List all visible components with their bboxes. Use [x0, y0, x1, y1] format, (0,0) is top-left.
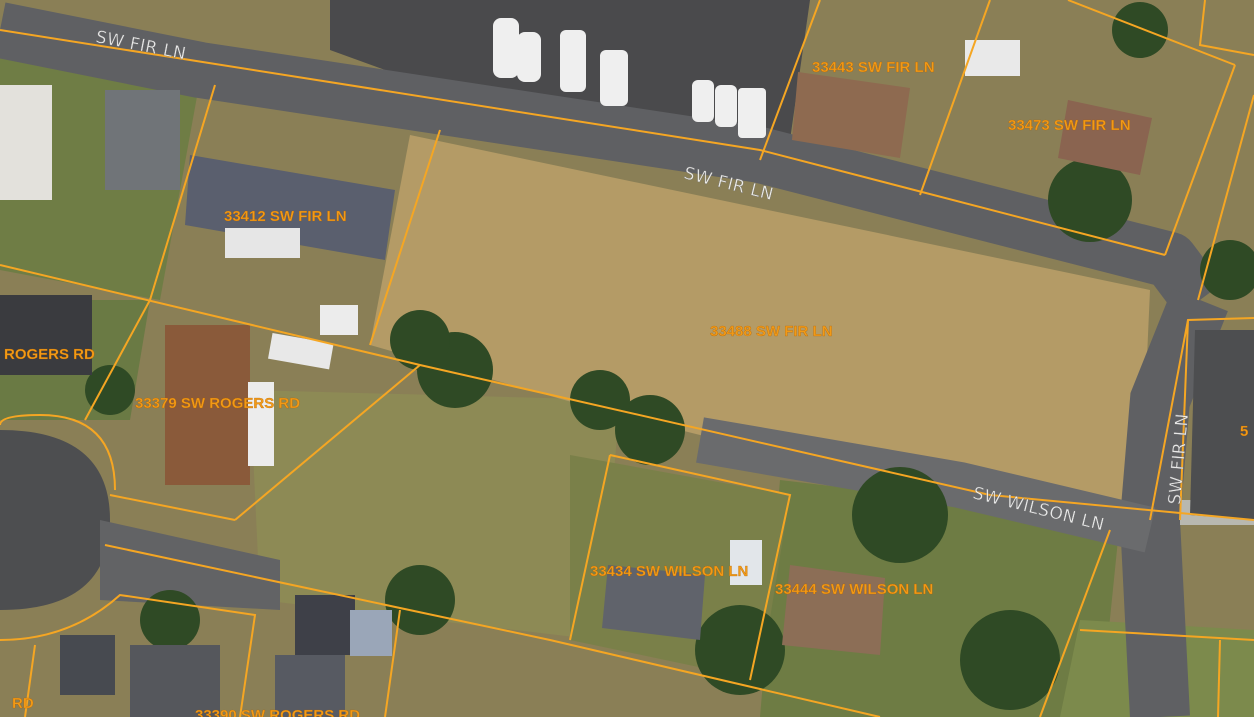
address-label-33412[interactable]: 33412 SW FIR LN	[224, 208, 347, 225]
rogers-road	[100, 520, 280, 610]
address-labels: 33443 SW FIR LN 33473 SW FIR LN 33412 SW…	[4, 59, 1249, 717]
address-label-33434[interactable]: 33434 SW WILSON LN	[590, 563, 749, 580]
parked-boats	[493, 18, 766, 138]
address-label-rogers-partial[interactable]: ROGERS RD	[4, 346, 95, 363]
address-label-33390[interactable]: 33390 SW ROGERS RD	[195, 707, 360, 717]
address-label-33379[interactable]: 33379 SW ROGERS RD	[135, 395, 300, 412]
right-parking-lot	[1190, 330, 1254, 520]
address-label-rd-partial[interactable]: RD	[12, 695, 34, 712]
address-label-33443[interactable]: 33443 SW FIR LN	[812, 59, 935, 76]
buildings	[0, 40, 1152, 717]
sw-fir-ln-vertical-road	[1119, 288, 1228, 717]
address-label-33488[interactable]: 33488 SW FIR LN	[710, 323, 833, 340]
address-label-edge-partial[interactable]: 5	[1240, 423, 1249, 440]
address-label-33473[interactable]: 33473 SW FIR LN	[1008, 117, 1131, 134]
sw-fir-ln-road	[0, 2, 1223, 317]
trees	[85, 2, 1254, 710]
address-label-33444[interactable]: 33444 SW WILSON LN	[775, 581, 934, 598]
sw-wilson-ln-road	[696, 417, 1156, 553]
rogers-cul-de-sac	[0, 430, 110, 610]
dry-field	[370, 135, 1150, 515]
